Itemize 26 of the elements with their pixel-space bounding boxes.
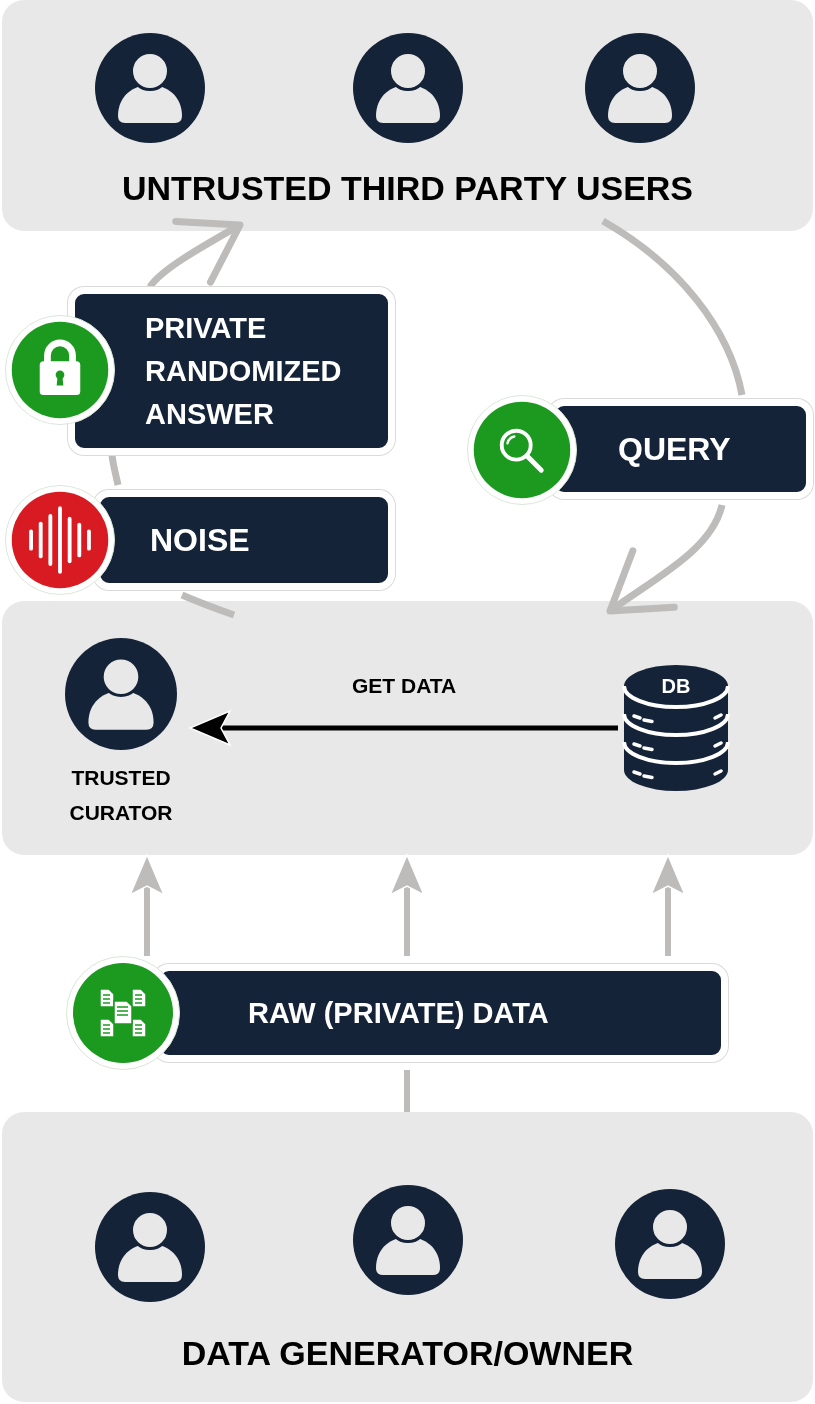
user-icon (95, 33, 205, 143)
panel-title: DATA GENERATOR/OWNER (180, 1333, 635, 1373)
banner-text: RAW (PRIVATE) DATA (248, 995, 549, 1031)
panel (2, 601, 813, 855)
connector-line (180, 591, 236, 619)
node-label: TRUSTED CURATOR (68, 765, 174, 826)
arrow (129, 854, 165, 956)
connector-line (404, 1070, 410, 1112)
panel (2, 1112, 813, 1402)
user-icon (585, 33, 695, 143)
arrow (189, 710, 618, 746)
arrow (650, 854, 686, 956)
user-icon (615, 1189, 725, 1299)
banner-text: NOISE (150, 520, 250, 560)
banner-text: PRIVATE RANDOMIZED ANSWER (145, 310, 343, 432)
arrow (389, 854, 425, 956)
user-icon (95, 1192, 205, 1302)
database-label: DB (660, 674, 692, 698)
banner-text: QUERY (618, 429, 731, 469)
connector-line (601, 218, 746, 396)
user-icon (353, 1185, 463, 1295)
panel-title: UNTRUSTED THIRD PARTY USERS (120, 168, 695, 208)
panel (2, 0, 813, 231)
arrow (606, 503, 726, 615)
user-icon (353, 33, 463, 143)
connector-line (108, 454, 122, 486)
